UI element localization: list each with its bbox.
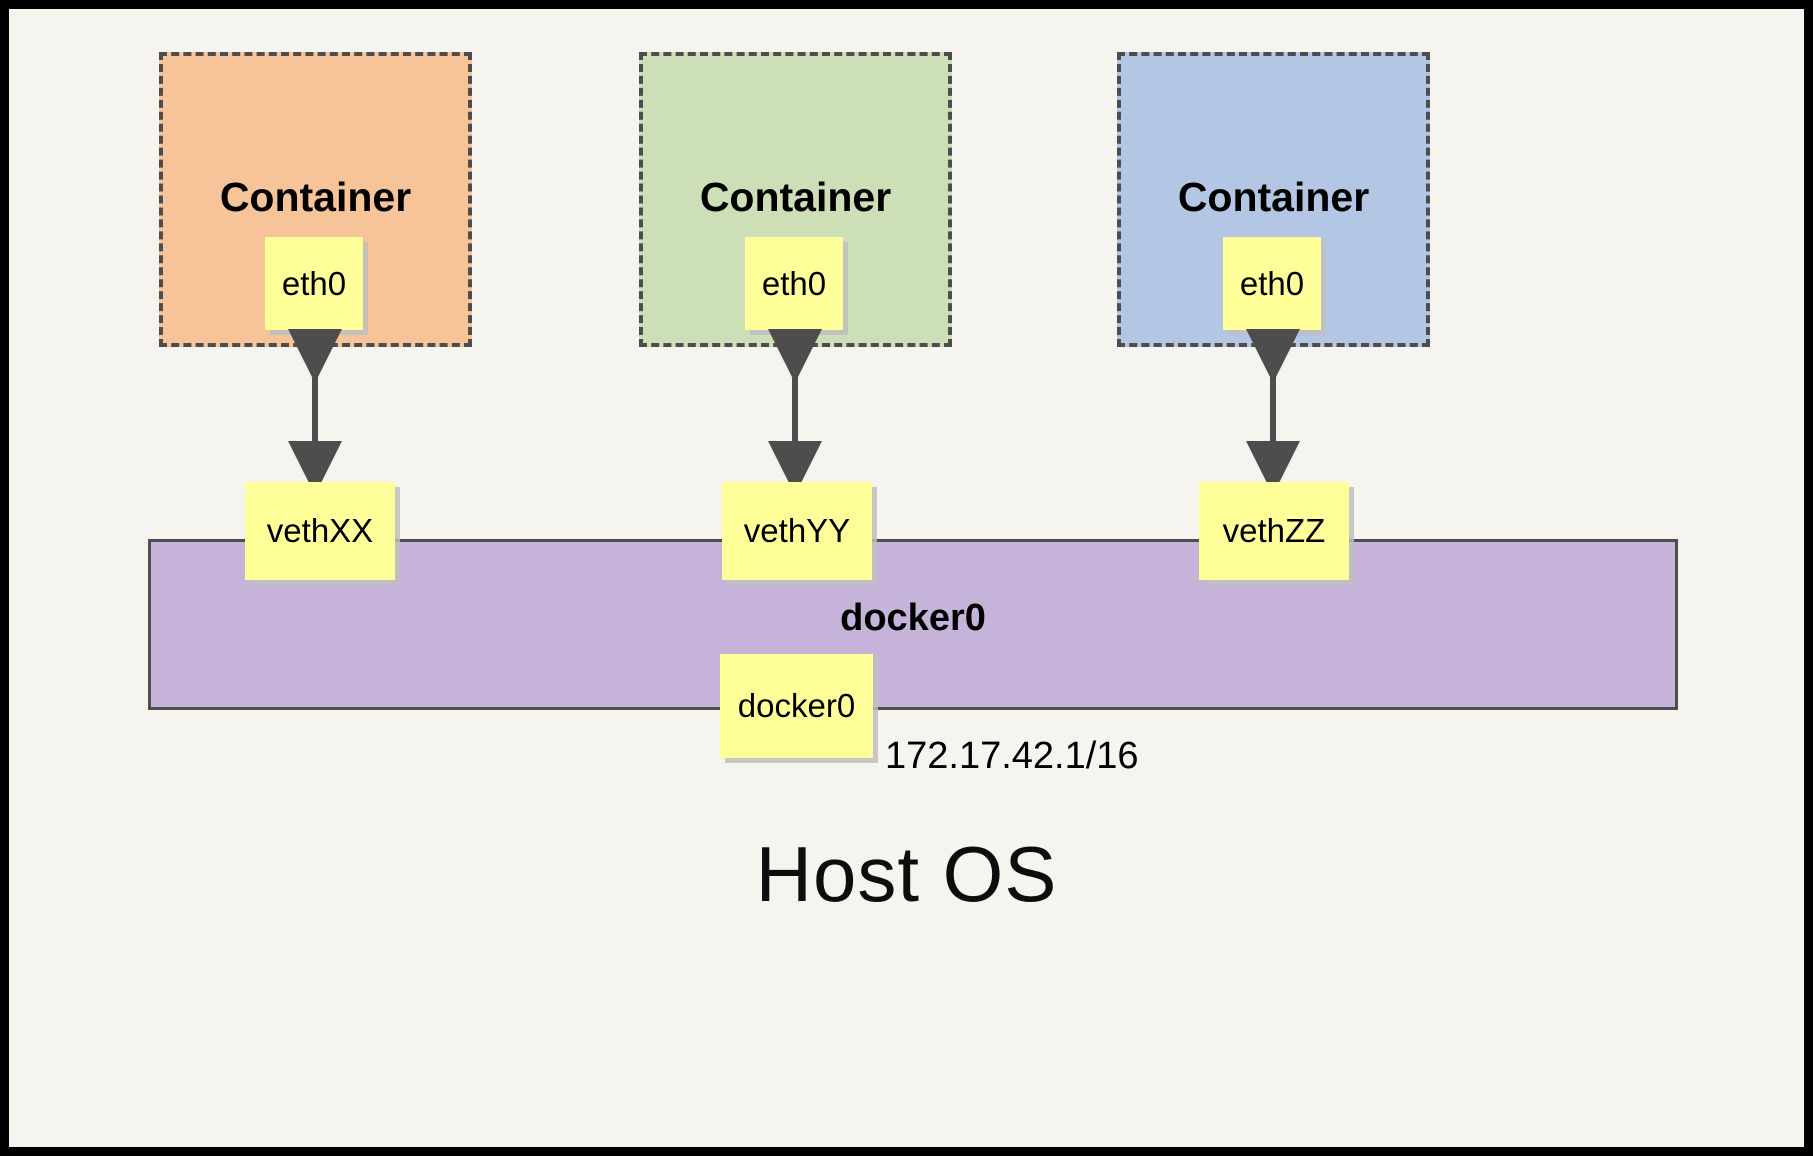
container-title-3: Container bbox=[1177, 174, 1370, 220]
arrow-container-2-to-veth-2 bbox=[768, 329, 822, 495]
container-eth0-label-2: eth0 bbox=[761, 264, 827, 302]
veth-label-1: vethXX bbox=[266, 512, 374, 549]
veth-box-2[interactable]: vethYY bbox=[722, 482, 872, 580]
container-eth0-label-3: eth0 bbox=[1239, 264, 1305, 302]
docker0-interface-box[interactable]: docker0 bbox=[720, 654, 873, 758]
docker0-interface-label: docker0 bbox=[737, 687, 856, 724]
container-eth0-box-1[interactable]: eth0 bbox=[265, 237, 363, 330]
docker0-bridge-bar[interactable] bbox=[148, 539, 1678, 710]
arrow-container-3-to-veth-3 bbox=[1246, 329, 1300, 495]
veth-box-3[interactable]: vethZZ bbox=[1199, 482, 1349, 580]
veth-label-3: vethZZ bbox=[1222, 512, 1326, 549]
container-eth0-box-3[interactable]: eth0 bbox=[1223, 237, 1321, 330]
arrow-container-1-to-veth-1 bbox=[288, 329, 342, 495]
docker0-ip-address: 172.17.42.1/16 bbox=[885, 735, 1139, 777]
host-os-title: Host OS bbox=[755, 830, 1058, 918]
container-eth0-box-2[interactable]: eth0 bbox=[745, 237, 843, 330]
docker0-bridge-label: docker0 bbox=[840, 597, 986, 639]
container-title-1: Container bbox=[219, 174, 412, 220]
veth-box-1[interactable]: vethXX bbox=[245, 482, 395, 580]
container-eth0-label-1: eth0 bbox=[281, 264, 347, 302]
container-title-2: Container bbox=[699, 174, 892, 220]
veth-label-2: vethYY bbox=[743, 512, 851, 549]
